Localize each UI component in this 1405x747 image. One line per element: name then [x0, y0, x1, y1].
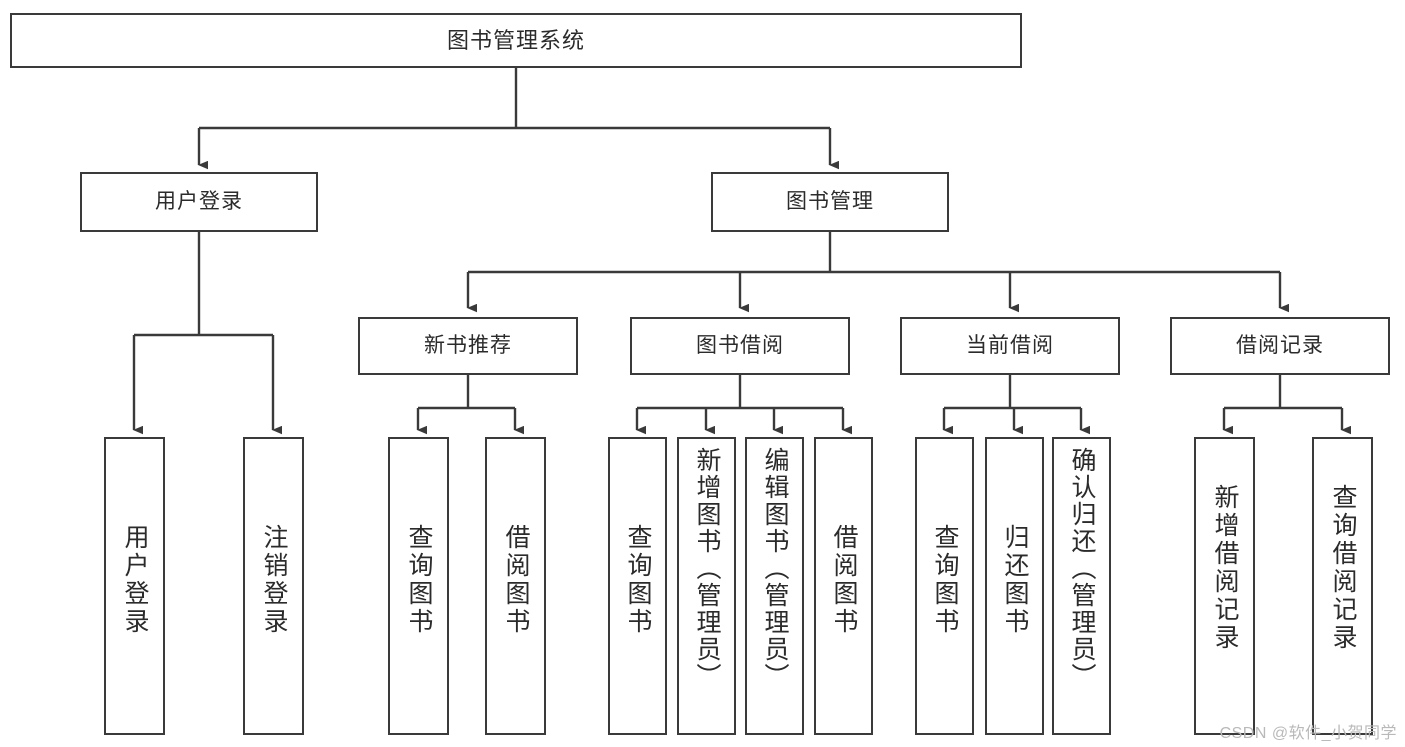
leaf-borrow-record-query-record[interactable]: 查询借阅记录: [1312, 437, 1373, 735]
leaf-book-borrow-edit-book[interactable]: 编辑图书（管理员）: [745, 437, 804, 735]
csdn-watermark: CSDN @软件_小贺同学: [1219, 725, 1397, 742]
node-current-borrow[interactable]: 当前借阅: [900, 317, 1120, 375]
node-user-login[interactable]: 用户登录: [80, 172, 318, 232]
leaf-book-borrow-add-book-label: 新增图书（管理员）: [693, 447, 721, 690]
leaf-current-borrow-return-book-label: 归还图书: [1001, 524, 1029, 636]
leaf-book-borrow-query-book-label: 查询图书: [624, 524, 652, 636]
leaf-new-book-query-book-label: 查询图书: [405, 524, 433, 636]
leaf-borrow-record-query-record-label: 查询借阅记录: [1329, 484, 1357, 652]
leaf-borrow-record-add-record[interactable]: 新增借阅记录: [1194, 437, 1255, 735]
node-root-system[interactable]: 图书管理系统: [10, 13, 1022, 68]
leaf-book-borrow-borrow-book-label: 借阅图书: [830, 524, 858, 636]
leaf-current-borrow-confirm-return-label: 确认归还（管理员）: [1068, 447, 1096, 690]
leaf-user-login-signin-label: 用户登录: [121, 524, 149, 636]
leaf-book-borrow-edit-book-label: 编辑图书（管理员）: [761, 447, 789, 690]
leaf-new-book-query-book[interactable]: 查询图书: [388, 437, 449, 735]
leaf-current-borrow-return-book[interactable]: 归还图书: [985, 437, 1044, 735]
leaf-current-borrow-query-book[interactable]: 查询图书: [915, 437, 974, 735]
leaf-user-login-signin[interactable]: 用户登录: [104, 437, 165, 735]
node-current-borrow-label: 当前借阅: [966, 333, 1054, 357]
leaf-current-borrow-query-book-label: 查询图书: [931, 524, 959, 636]
node-book-borrow[interactable]: 图书借阅: [630, 317, 850, 375]
leaf-book-borrow-query-book[interactable]: 查询图书: [608, 437, 667, 735]
node-user-login-label: 用户登录: [155, 189, 243, 213]
node-root-system-label: 图书管理系统: [446, 27, 585, 53]
node-borrow-record-label: 借阅记录: [1236, 333, 1324, 357]
node-book-borrow-label: 图书借阅: [696, 333, 784, 357]
node-borrow-record[interactable]: 借阅记录: [1170, 317, 1390, 375]
node-new-book-recommend-label: 新书推荐: [424, 333, 512, 357]
leaf-new-book-borrow-book-label: 借阅图书: [502, 524, 530, 636]
leaf-new-book-borrow-book[interactable]: 借阅图书: [485, 437, 546, 735]
leaf-book-borrow-add-book[interactable]: 新增图书（管理员）: [677, 437, 736, 735]
node-book-management-label: 图书管理: [786, 189, 874, 213]
leaf-user-login-signout-label: 注销登录: [260, 524, 288, 636]
node-new-book-recommend[interactable]: 新书推荐: [358, 317, 578, 375]
leaf-book-borrow-borrow-book[interactable]: 借阅图书: [814, 437, 873, 735]
leaf-borrow-record-add-record-label: 新增借阅记录: [1211, 484, 1239, 652]
leaf-current-borrow-confirm-return[interactable]: 确认归还（管理员）: [1052, 437, 1111, 735]
node-book-management[interactable]: 图书管理: [711, 172, 949, 232]
leaf-user-login-signout[interactable]: 注销登录: [243, 437, 304, 735]
